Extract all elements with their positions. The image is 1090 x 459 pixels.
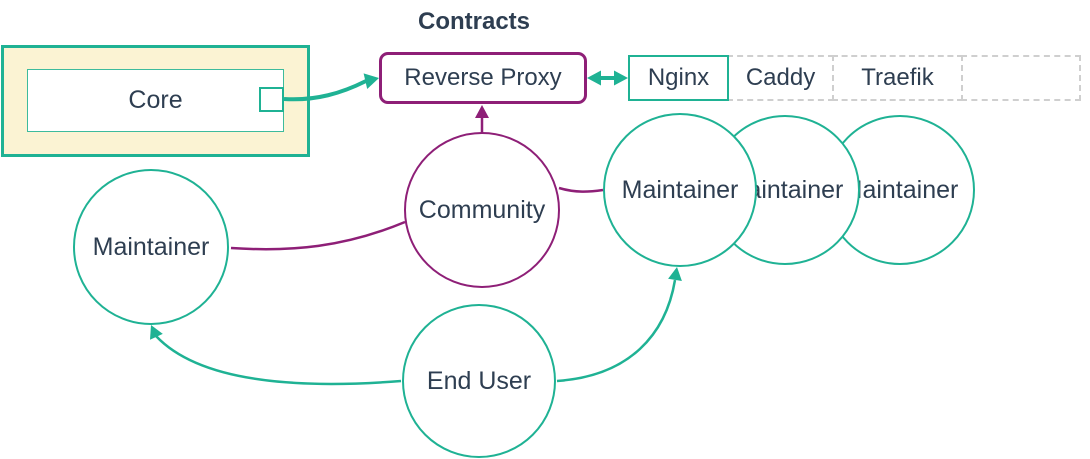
- arrowhead-core-to-reverse-proxy: [363, 73, 379, 89]
- core-label: Core: [128, 86, 183, 114]
- end-user-node: End User: [402, 304, 556, 458]
- community-node: Community: [404, 132, 560, 288]
- reverse-proxy-node: Reverse Proxy: [379, 52, 587, 104]
- maintainer-left-label: Maintainer: [92, 232, 210, 261]
- arrowhead-to-nginx: [614, 70, 628, 86]
- arrowhead-to-reverse-proxy: [587, 70, 601, 86]
- end-user-label: End User: [426, 366, 532, 395]
- reverse-proxy-label: Reverse Proxy: [404, 64, 562, 91]
- nginx-label: Nginx: [647, 64, 710, 91]
- implementation-traefik: Traefik: [832, 55, 963, 101]
- maintainer-right-1-node: Maintainer: [603, 113, 757, 267]
- maintainer-right-1-label: Maintainer: [621, 175, 739, 204]
- implementation-caddy: Caddy: [727, 55, 834, 101]
- core-node: Core: [27, 69, 284, 132]
- implementation-placeholder: [961, 55, 1081, 101]
- traefik-label: Traefik: [861, 64, 934, 91]
- maintainer-right-3-label: Maintainer: [841, 175, 959, 204]
- caddy-label: Caddy: [745, 64, 816, 91]
- edge-end-user-to-maintainers-right: [556, 279, 677, 383]
- implementation-nginx: Nginx: [628, 55, 729, 101]
- community-label: Community: [418, 195, 546, 224]
- arrowhead-end-user-to-maintainer-left: [150, 325, 163, 340]
- maintainer-left-node: Maintainer: [73, 169, 229, 325]
- edge-end-user-to-maintainer-left: [155, 335, 402, 386]
- edge-community-to-maintainers-right: [558, 186, 604, 193]
- edge-community-to-maintainer-left: [230, 220, 406, 251]
- arrowhead-community-to-reverse-proxy: [475, 105, 489, 118]
- contracts-group-title: Contracts: [417, 8, 531, 35]
- arrowhead-end-user-to-maintainers-right: [668, 267, 682, 281]
- core-output-port: [259, 87, 284, 112]
